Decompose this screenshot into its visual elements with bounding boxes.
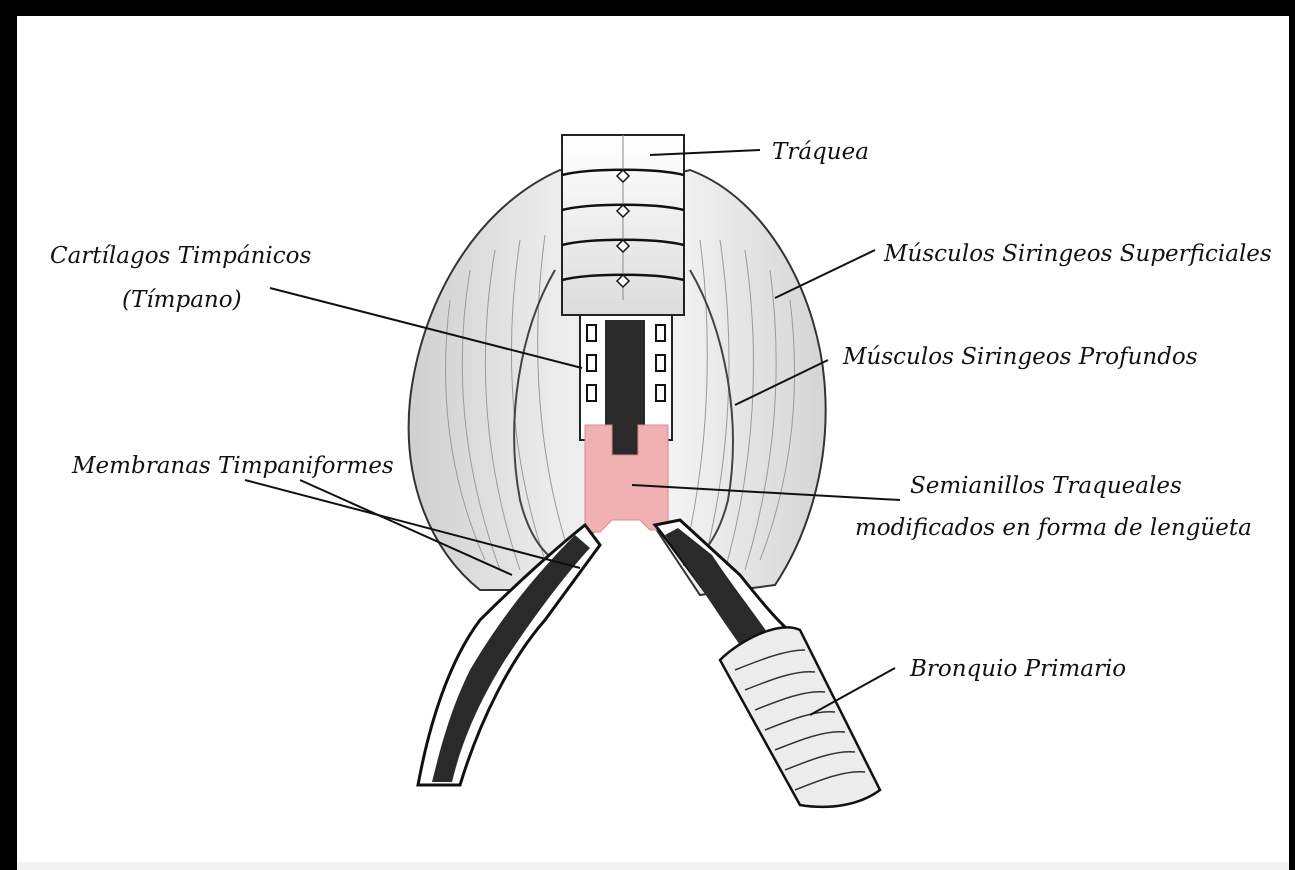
label-cartilagos-line2: (Tímpano) <box>122 286 242 315</box>
trachea <box>562 135 684 315</box>
label-bronquio: Bronquio Primario <box>910 655 1126 684</box>
label-cartilagos-line1: Cartílagos Timpánicos <box>50 242 311 271</box>
label-semianillos-line2: modificados en forma de lengüeta <box>855 514 1252 543</box>
label-membranas: Membranas Timpaniformes <box>72 452 394 481</box>
label-superficiales: Músculos Siringeos Superficiales <box>884 240 1272 269</box>
primary-bronchus-rings <box>720 627 880 807</box>
label-traquea: Tráquea <box>772 138 869 167</box>
label-profundos: Músculos Siringeos Profundos <box>843 343 1198 372</box>
label-semianillos-line1: Semianillos Traqueales <box>910 472 1182 501</box>
